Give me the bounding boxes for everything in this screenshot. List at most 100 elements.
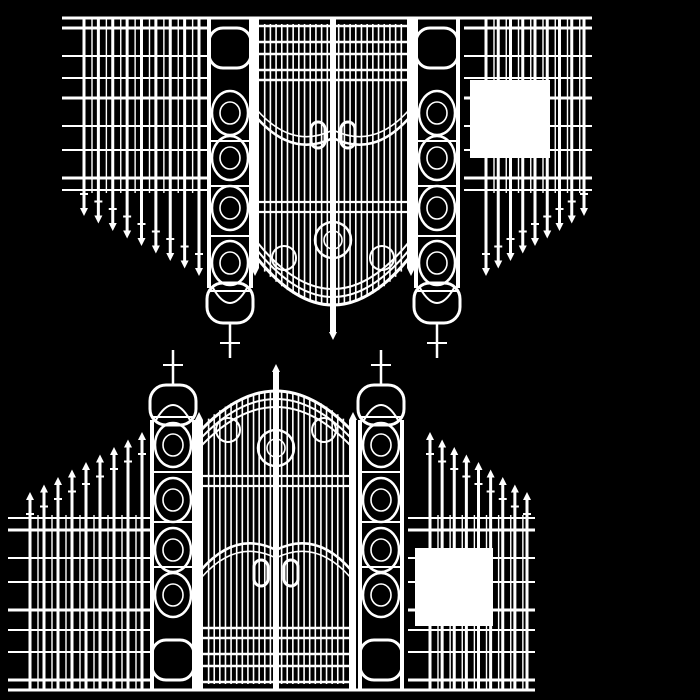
left-pillar-edge (249, 18, 253, 288)
right-picket-spike (523, 492, 531, 500)
left-pillar-inner-ring (219, 251, 241, 275)
right-picket-spike (498, 477, 507, 485)
right-picket-spike (510, 484, 519, 493)
right-pillar-foot (358, 638, 404, 682)
right-picket-spike (580, 208, 588, 216)
right-picket-spike (450, 447, 459, 455)
left-pillar-inner-ring (219, 196, 241, 220)
left-pillar-inner-ring (162, 538, 184, 562)
gate-right-swag-inner (275, 550, 352, 579)
gate-left-medallion (215, 417, 241, 443)
gate-right-post-spike (407, 268, 415, 276)
right-pillar-edge (414, 18, 418, 288)
right-picket-spike (518, 245, 527, 254)
right-pillar-ring (417, 89, 457, 137)
left-pillar-ring (153, 571, 193, 619)
right-picket-spike (462, 454, 471, 463)
right-picket-spike (438, 439, 447, 448)
gate-left-post (196, 420, 203, 690)
left-picket-spike (96, 454, 104, 463)
right-picket-spike (486, 469, 495, 478)
gate-left-post-spike (251, 268, 259, 276)
left-pillar-ring (210, 89, 250, 137)
left-picket-spike (68, 469, 76, 478)
left-picket-spike (180, 260, 189, 269)
left-picket-spike (123, 230, 132, 239)
left-pillar-cap-arc (155, 404, 191, 421)
left-pillar-edge (150, 420, 154, 690)
left-picket-spike (138, 432, 146, 440)
left-picket-spike (151, 245, 160, 254)
right-picket-spike (567, 215, 576, 224)
gate-left-post-spike (195, 412, 203, 420)
gate-left-swag-inner (200, 550, 277, 579)
left-pillar-inner-ring (162, 433, 184, 457)
right-pillar-inner-ring (370, 488, 392, 512)
gate-right-medallion (369, 245, 395, 271)
right-pillar-ring (361, 421, 401, 469)
left-picket-spike (54, 477, 62, 485)
gate-right-handle (339, 120, 357, 150)
gate-right-swag (275, 542, 352, 571)
right-wing-square-patch (415, 548, 493, 626)
left-pillar-cap-arc (212, 287, 248, 304)
right-picket-spike (531, 238, 539, 246)
left-picket-spike (108, 223, 117, 231)
gate-right-post-spike (349, 412, 357, 420)
right-pillar-edge (456, 18, 460, 288)
right-picket-spike (426, 432, 434, 440)
right-picket-spike (543, 230, 552, 239)
gate-top-medallion-inner (323, 230, 343, 250)
right-pillar-foot (414, 26, 460, 70)
gate-right-medallion (311, 417, 337, 443)
right-pillar-edge (400, 420, 404, 690)
upright-gate-group (8, 350, 535, 692)
left-pillar-edge (207, 18, 211, 288)
left-picket-spike (40, 484, 48, 493)
right-picket-spike (494, 260, 503, 269)
right-picket-spike (474, 462, 483, 470)
gate-left-swag (200, 542, 277, 571)
left-pillar-foot (150, 638, 196, 682)
left-pillar-ring (153, 421, 193, 469)
gate-top-medallion (256, 428, 296, 468)
right-wing-square-patch (470, 80, 550, 158)
right-picket-spike (506, 253, 515, 261)
left-pillar-foot (207, 26, 253, 70)
gate-right-post (407, 18, 414, 268)
left-pillar-inner-ring (219, 146, 241, 170)
gate-left-handle (309, 120, 327, 150)
gate-left-post (252, 18, 259, 268)
right-picket-spike (555, 223, 564, 231)
gate-center-spike (329, 332, 337, 340)
left-picket-spike (82, 462, 90, 470)
right-pillar-edge (358, 420, 362, 690)
left-picket-spike (94, 215, 103, 224)
left-picket-spike (26, 492, 34, 500)
left-pillar-inner-ring (162, 583, 184, 607)
gate-top-medallion-inner (266, 438, 286, 458)
gate-left-handle (252, 558, 270, 588)
right-pillar-inner-ring (426, 146, 448, 170)
right-pillar-inner-ring (426, 101, 448, 125)
right-pillar-ring (361, 571, 401, 619)
right-pillar-inner-ring (426, 196, 448, 220)
right-pillar-cap-arc (419, 287, 455, 304)
right-pillar-inner-ring (370, 538, 392, 562)
left-picket-spike (137, 238, 146, 246)
right-pillar-inner-ring (370, 583, 392, 607)
left-picket-spike (166, 253, 175, 261)
right-pillar-ring (417, 239, 457, 287)
left-picket-spike (110, 447, 118, 455)
right-pillar-inner-ring (370, 433, 392, 457)
gate-right-handle (282, 558, 300, 588)
gate-right-post (349, 420, 356, 690)
right-pillar-inner-ring (426, 251, 448, 275)
left-picket-spike (195, 268, 203, 276)
left-pillar-ring (210, 239, 250, 287)
left-pillar-inner-ring (162, 488, 184, 512)
left-pillar-edge (192, 420, 196, 690)
left-picket-spike (80, 208, 88, 216)
